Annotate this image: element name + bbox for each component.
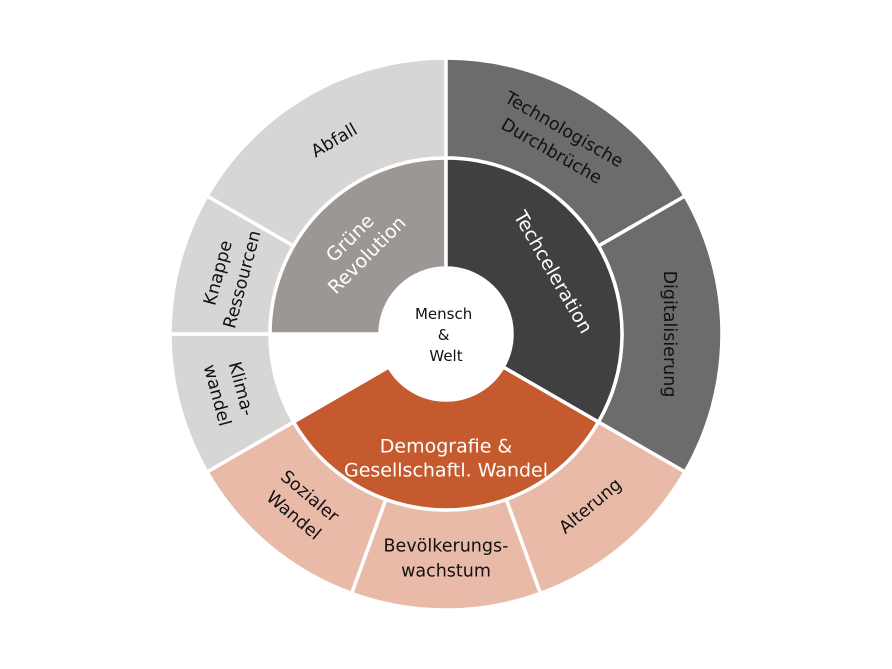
label-line: Bevölkerungs- xyxy=(384,537,509,557)
label-bevoelkerungswachstum: Bevölkerungs-wachstum xyxy=(384,537,509,582)
center-line-3: Welt xyxy=(429,347,462,365)
label-line: Digitalisierung xyxy=(659,271,679,398)
label-demografie: Demografie &Gesellschaftl. Wandel xyxy=(344,436,548,482)
label-line: wachstum xyxy=(401,562,491,582)
center-line-1: Mensch xyxy=(415,305,472,323)
center-label: Mensch & Welt xyxy=(415,305,477,365)
center-line-2: & xyxy=(438,326,450,344)
label-line: Demografie & xyxy=(380,436,513,458)
center-hub: Mensch & Welt xyxy=(378,266,514,402)
label-digitalisierung: Digitalisierung xyxy=(659,271,679,398)
label-line: Gesellschaftl. Wandel xyxy=(344,460,548,482)
center-circle xyxy=(378,266,514,402)
